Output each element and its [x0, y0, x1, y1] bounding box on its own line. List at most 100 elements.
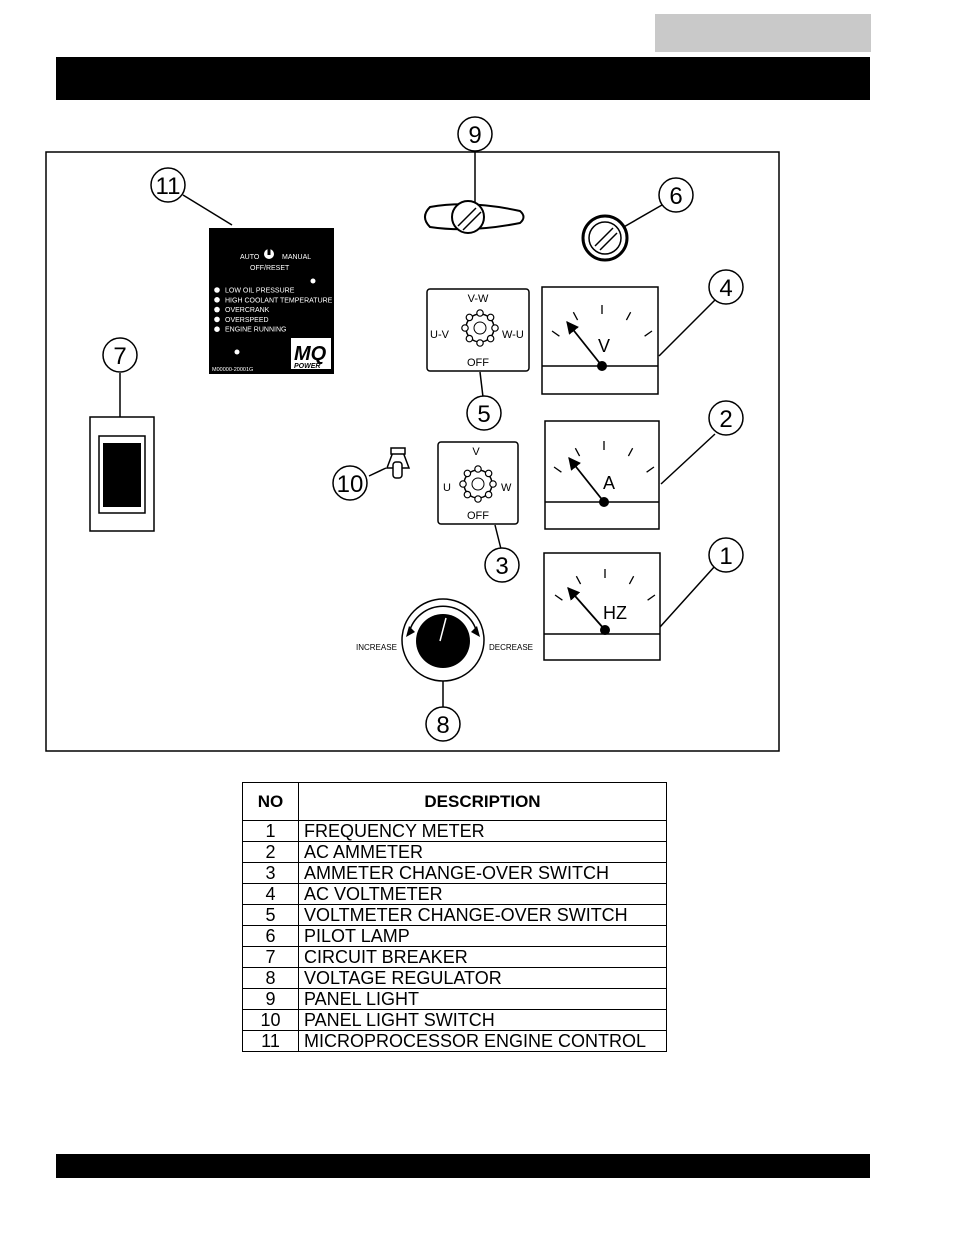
voltmeter-switch-off-label: OFF [467, 357, 489, 369]
knob-tooth [463, 469, 472, 478]
led-label: OVERSPEED [225, 317, 269, 324]
callout-8-number: 8 [436, 712, 449, 739]
knob-tooth [489, 480, 497, 488]
knob-tooth [459, 480, 467, 488]
knob-tooth [484, 469, 493, 478]
row-no: 1 [242, 820, 299, 842]
led-label: ENGINE RUNNING [225, 327, 286, 334]
row-no: 2 [242, 841, 299, 863]
led-label: HIGH COOLANT TEMPERATURE [225, 297, 333, 304]
row-description: VOLTMETER CHANGE-OVER SWITCH [298, 904, 667, 926]
led-label: OVERCRANK [225, 307, 270, 314]
voltmeter-switch-left-label: U-V [430, 329, 450, 341]
meter-tick [554, 594, 563, 601]
ammeter-switch-right-label: W [501, 482, 512, 494]
controller-auto-label: AUTO [240, 254, 260, 261]
meter-tick [575, 575, 582, 585]
callout-3 [484, 547, 520, 583]
knob-tooth [465, 334, 474, 343]
knob-tooth [463, 490, 472, 499]
ammeter-switch-left-label: U [443, 482, 451, 494]
callout-9 [457, 116, 493, 152]
knob-tooth [465, 313, 474, 322]
meter-tick [647, 594, 656, 601]
knob-tooth [474, 495, 482, 503]
row-description: FREQUENCY METER [298, 820, 667, 842]
callout-2-number: 2 [719, 406, 732, 433]
callout-10-number: 10 [337, 471, 364, 498]
row-description: AC VOLTMETER [298, 883, 667, 905]
row-description: PILOT LAMP [298, 925, 667, 947]
header-description: DESCRIPTION [298, 782, 667, 821]
mq-logo-sub: POWER [294, 363, 320, 370]
callout-5-number: 5 [477, 401, 490, 428]
callout-9-number: 9 [468, 122, 481, 149]
knob-tooth [476, 339, 484, 347]
controller-part-number: M00000-20001G [212, 367, 253, 373]
row-no: 6 [242, 925, 299, 947]
row-description: PANEL LIGHT [298, 988, 667, 1010]
meter-tick [646, 466, 655, 473]
callout-4 [708, 269, 744, 305]
meter-tick [625, 311, 632, 321]
circuit-breaker [89, 416, 155, 532]
panel-light [424, 200, 525, 234]
section-tab [655, 14, 871, 52]
controller-manual-label: MANUAL [282, 254, 311, 261]
knob-tooth [474, 465, 482, 473]
frequency-meter-unit-label: HZ [603, 603, 627, 623]
row-description: VOLTAGE REGULATOR [298, 967, 667, 989]
callout-4-number: 4 [719, 275, 732, 302]
footer-bar [56, 1154, 870, 1178]
ammeter-selector-switch: V U W OFF [437, 441, 519, 525]
led-label: LOW OIL PRESSURE [225, 288, 295, 295]
led-indicator [214, 326, 220, 333]
knob-tooth [461, 324, 469, 332]
mq-logo-text: MQ [294, 343, 327, 365]
callout-11-number: 11 [156, 173, 181, 200]
voltage-regulator-knob: INCREASE DECREASE [356, 598, 533, 682]
callout-6-number: 6 [669, 183, 682, 210]
row-no: 3 [242, 862, 299, 884]
knob-tooth [484, 490, 493, 499]
callout-5 [466, 395, 502, 431]
knob-tooth [486, 313, 495, 322]
voltmeter-selector-switch: V-W U-V W-U OFF [426, 288, 530, 372]
callout-1 [708, 537, 744, 573]
voltmeter-unit-label: V [598, 336, 610, 356]
row-no: 4 [242, 883, 299, 905]
knob-tooth [491, 324, 499, 332]
panel-outline [45, 151, 780, 752]
meter-tick [572, 311, 579, 321]
row-description: PANEL LIGHT SWITCH [298, 1009, 667, 1031]
callout-1-number: 1 [719, 543, 732, 570]
led-indicator [214, 316, 220, 323]
knob-tooth [486, 334, 495, 343]
callout-2 [708, 400, 744, 436]
meter-tick [644, 330, 653, 337]
led-indicator [214, 306, 220, 313]
led-indicator [214, 297, 220, 303]
controller-off-reset-label: OFF/RESET [250, 265, 290, 272]
callout-8 [425, 706, 461, 742]
row-no: 9 [242, 988, 299, 1010]
engine-controller: AUTO MANUAL OFF/RESET LOW OIL PRESSURE HI… [209, 228, 334, 374]
meter-tick [574, 447, 581, 457]
callout-3-number: 3 [495, 553, 508, 580]
table-header-row: NO DESCRIPTION [242, 782, 667, 821]
callout-11 [150, 167, 186, 203]
row-no: 10 [242, 1009, 299, 1031]
voltmeter-switch-right-label: W-U [502, 329, 524, 341]
row-no: 8 [242, 967, 299, 989]
callout-7-number: 7 [113, 343, 126, 370]
